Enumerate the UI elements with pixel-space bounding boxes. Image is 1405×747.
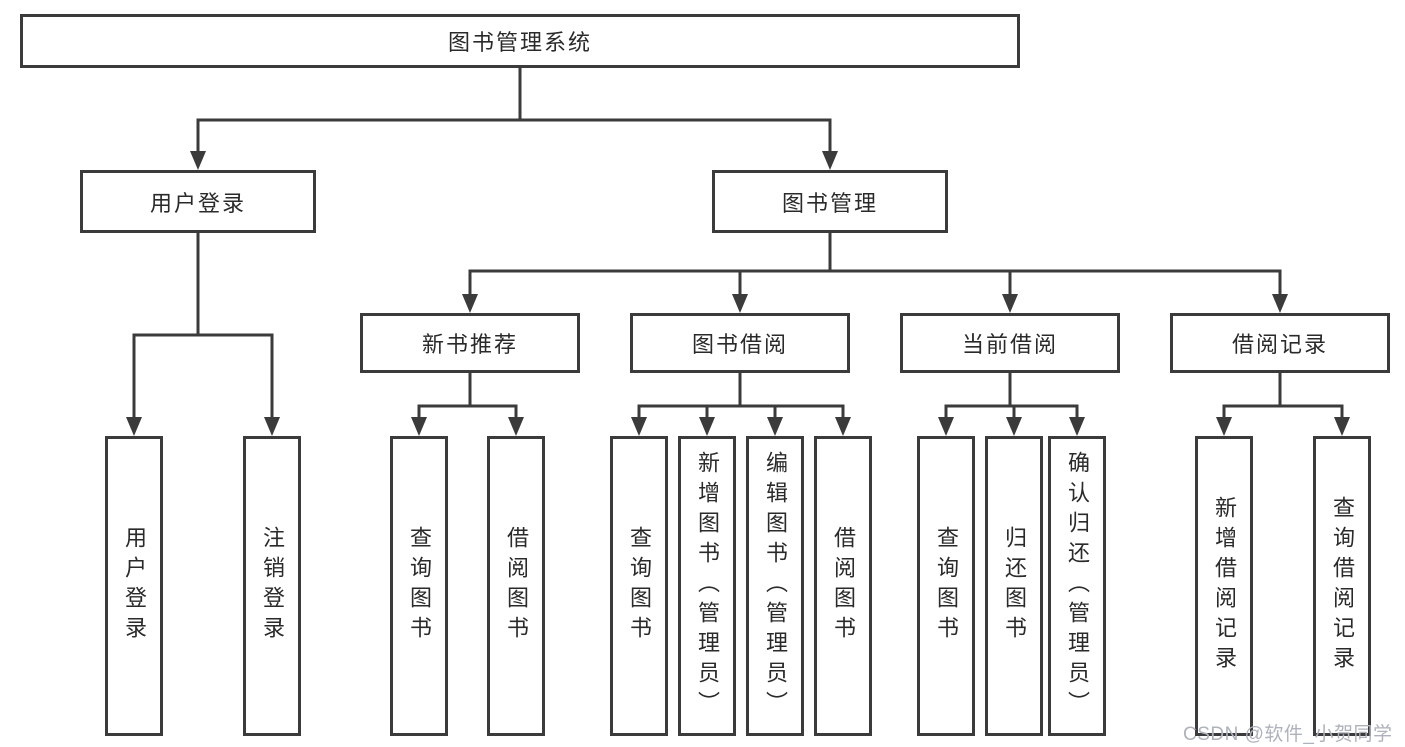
node-user-login-module: 用户登录	[80, 170, 316, 233]
csdn-watermark: CSDN @软件_小贺同学	[1183, 724, 1393, 745]
node-book-management-module: 图书管理	[712, 170, 948, 233]
leaf-borrow-books-borrowing: 借阅图书	[814, 436, 872, 736]
node-borrowing-records: 借阅记录	[1170, 313, 1390, 373]
leaf-add-borrow-record: 新增借阅记录	[1195, 436, 1253, 736]
leaf-return-books: 归还图书	[985, 436, 1043, 736]
leaf-query-books-recommend: 查询图书	[390, 436, 448, 736]
leaf-edit-book-admin: 编辑图书（管理员）	[746, 436, 804, 736]
leaf-borrow-books-recommend: 借阅图书	[487, 436, 545, 736]
leaf-logout: 注销登录	[243, 436, 301, 736]
leaf-confirm-return-admin: 确认归还（管理员）	[1048, 436, 1106, 736]
leaf-query-books-borrowing: 查询图书	[610, 436, 668, 736]
leaf-add-book-admin: 新增图书（管理员）	[678, 436, 736, 736]
leaf-query-books-current: 查询图书	[917, 436, 975, 736]
leaf-user-login: 用户登录	[105, 436, 163, 736]
leaf-query-borrow-record: 查询借阅记录	[1313, 436, 1371, 736]
node-new-book-recommendation: 新书推荐	[360, 313, 580, 373]
node-library-system: 图书管理系统	[20, 14, 1020, 68]
node-book-borrowing: 图书借阅	[630, 313, 850, 373]
node-current-borrowing: 当前借阅	[900, 313, 1120, 373]
